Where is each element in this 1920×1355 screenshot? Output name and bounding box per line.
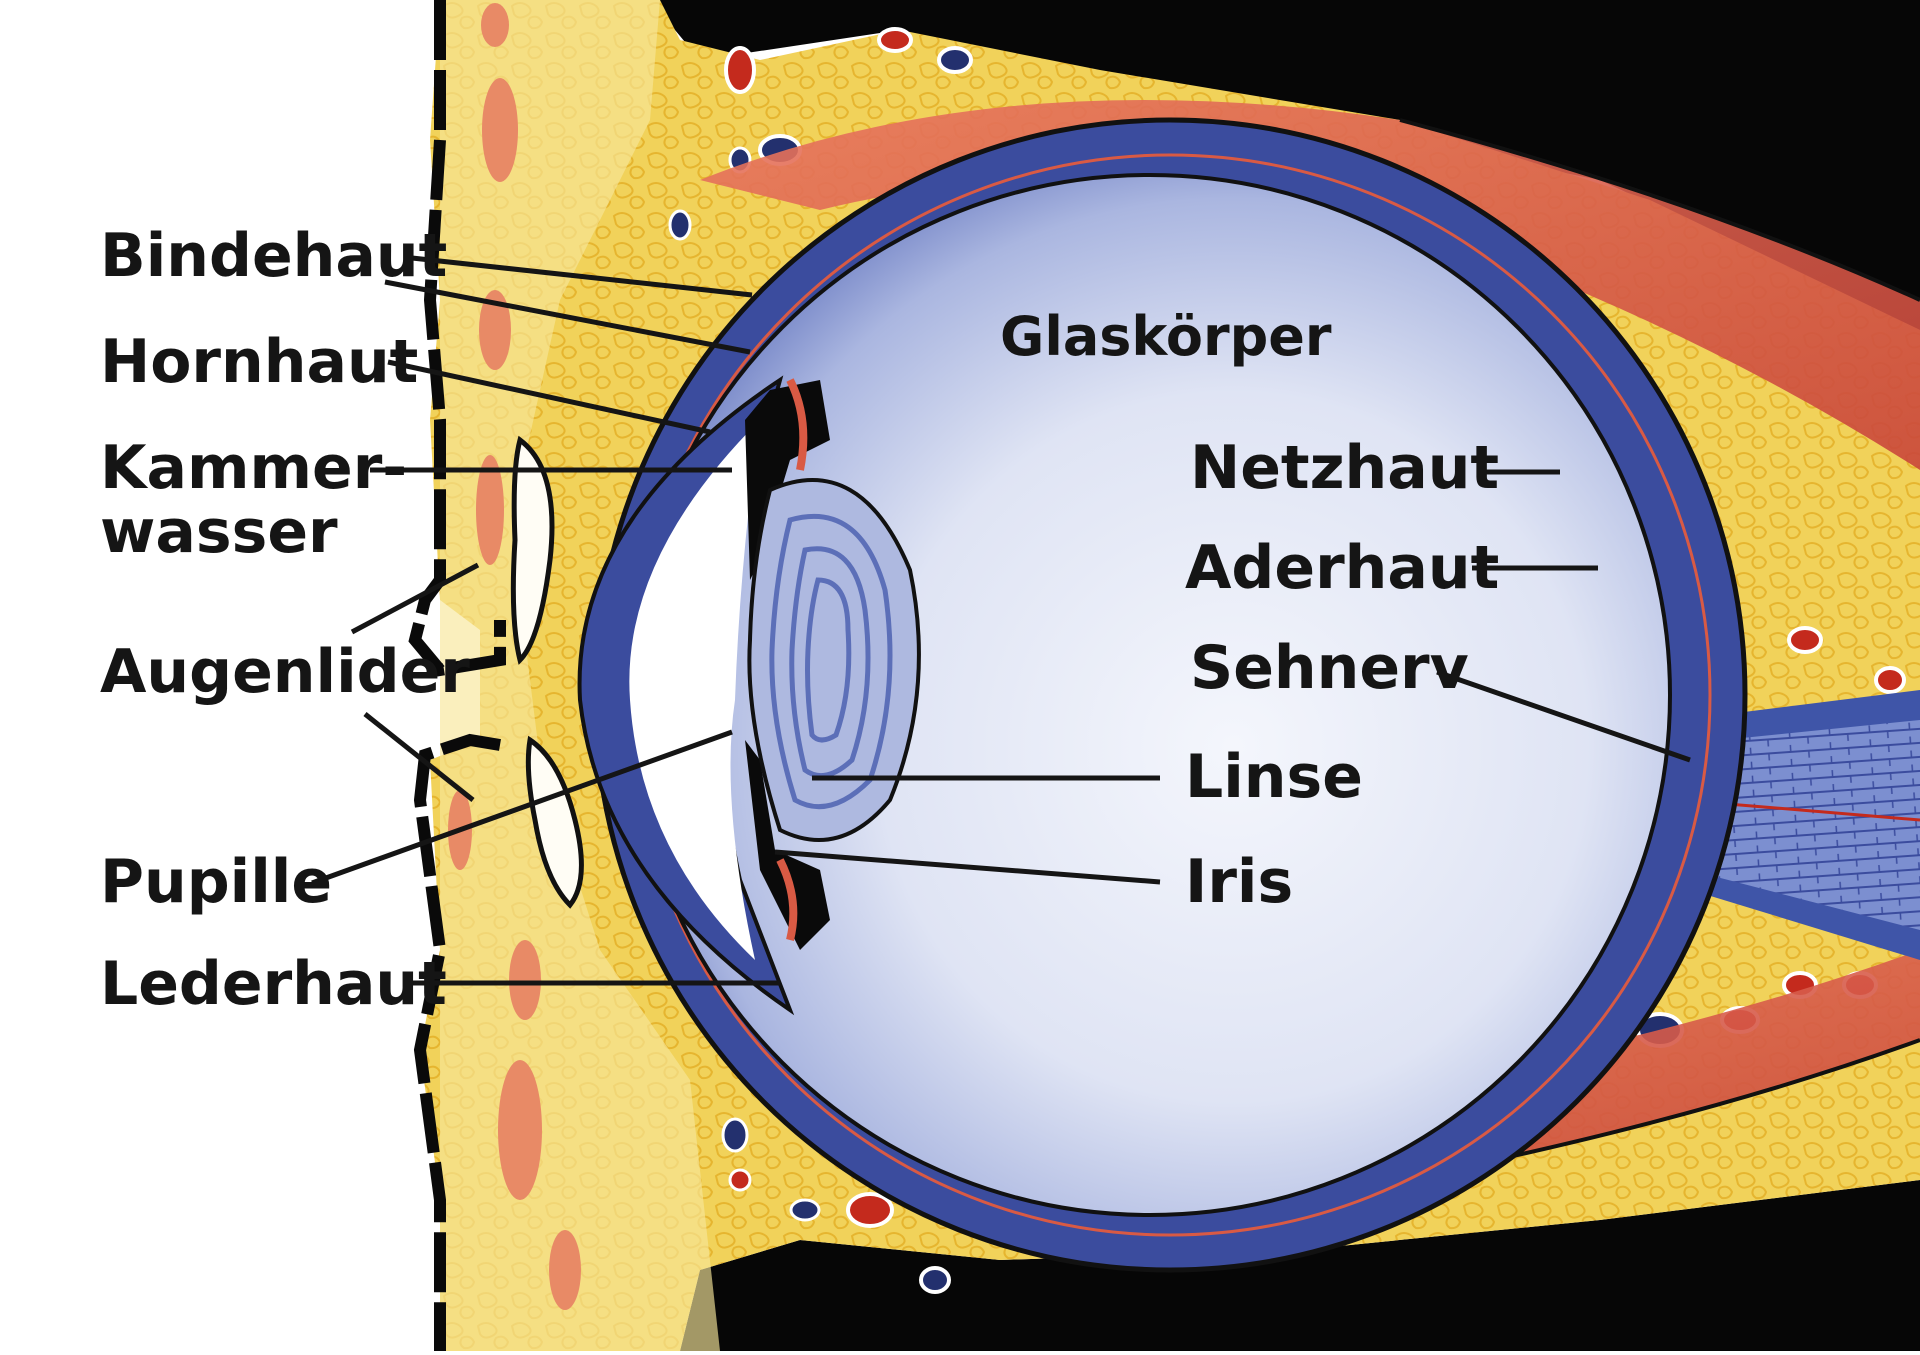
label-netzhaut: Netzhaut (1190, 433, 1499, 503)
label-kammerwasser-line2: wasser (100, 497, 338, 567)
leader-bindehaut (411, 255, 753, 298)
label-lederhaut: Lederhaut (100, 949, 447, 1019)
cornea-anterior-chamber (577, 375, 795, 1016)
dark-surround (650, 0, 1920, 1351)
labels: Glaskörper Bindehaut Hornhaut Kammer- wa… (100, 221, 1499, 1019)
leader-lines (311, 255, 1691, 986)
label-aderhaut: Aderhaut (1185, 533, 1499, 603)
lens (747, 478, 921, 842)
label-linse: Linse (1185, 742, 1363, 812)
label-glaskoerper: Glaskörper (1000, 305, 1332, 368)
label-bindehaut: Bindehaut (100, 221, 447, 291)
leader-hornhaut (387, 359, 711, 435)
label-sehnerv: Sehnerv (1190, 633, 1469, 703)
leader-augenlider-upper (350, 562, 480, 635)
leader-iris (774, 849, 1161, 885)
label-iris: Iris (1185, 847, 1293, 917)
leader-sehnerv (1436, 669, 1691, 763)
label-kammerwasser-line1: Kammer- (100, 433, 407, 503)
label-augenlider: Augenlider (100, 637, 470, 707)
leader-augenlider-lower (363, 712, 475, 802)
leader-pupille (311, 729, 733, 886)
label-hornhaut: Hornhaut (100, 327, 418, 397)
leader-bindehaut-2 (384, 279, 751, 355)
label-pupille: Pupille (100, 847, 332, 917)
